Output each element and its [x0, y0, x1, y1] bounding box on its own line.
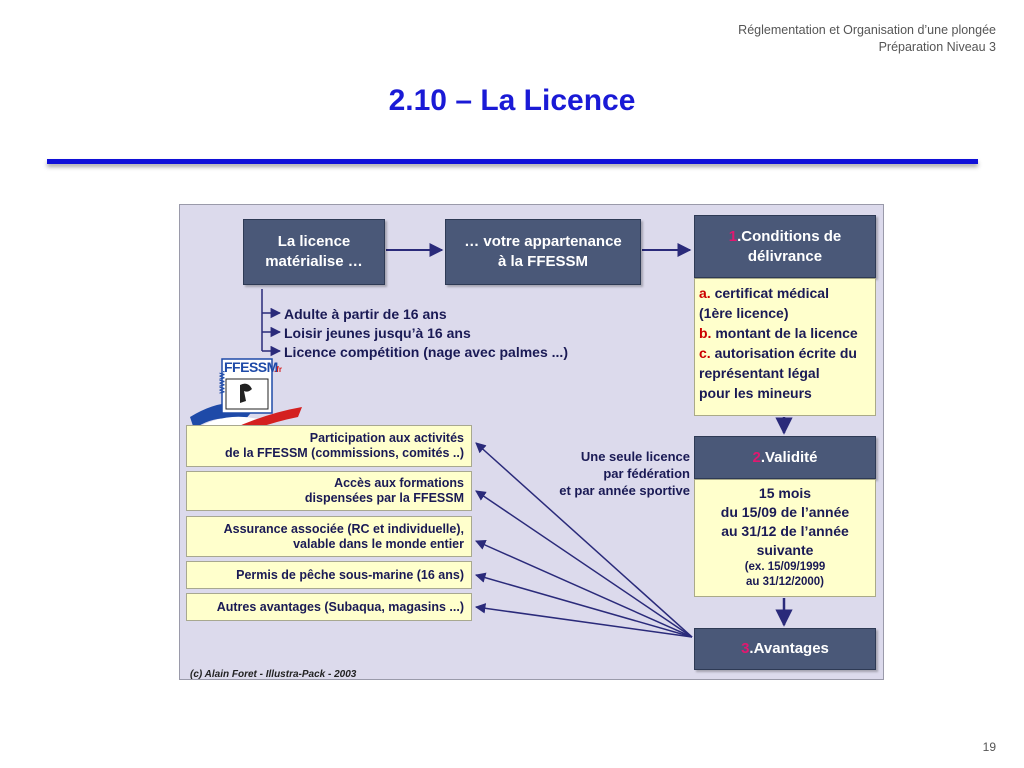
avantages-title: .Avantages: [749, 640, 829, 657]
licence-types-list: Adulte à partir de 16 ans Loisir jeunes …: [284, 305, 568, 362]
validite-example: au 31/12/2000): [745, 576, 824, 588]
benefit-box: Assurance associée (RC et individuelle),…: [186, 516, 472, 557]
validite-line: suivante: [756, 542, 814, 558]
page-number: 19: [982, 740, 996, 754]
condition-item: b. montant de la licence: [699, 325, 858, 341]
validite-line: du 15/09 de l’année: [720, 504, 850, 520]
licence-type-item: Adulte à partir de 16 ans: [284, 306, 447, 322]
validite-number: 2: [752, 448, 761, 466]
conditions-list: a. certificat médical (1ère licence) b. …: [694, 278, 876, 416]
licence-type-item: Loisir jeunes jusqu’à 16 ans: [284, 325, 471, 341]
diagram-credit: (c) Alain Foret - Illustra-Pack - 2003: [190, 669, 357, 680]
logo-text: FFESSM: [224, 359, 278, 375]
avantages-number: 3: [741, 640, 750, 657]
conditions-number: 1: [728, 227, 738, 245]
box-appartenance-line-1: … votre appartenance: [464, 233, 622, 250]
licence-diagram: La licence matérialise … … votre apparte…: [179, 204, 884, 680]
condition-item: pour les mineurs: [699, 385, 812, 401]
box-materialise-line-1: La licence: [277, 233, 351, 250]
slide-title: 2.10 – La Licence: [388, 84, 636, 117]
ffessm-logo: FFESSM www. .fr: [186, 355, 304, 445]
benefit-box: Participation aux activités de la FFESSM…: [186, 425, 472, 467]
box-validite-header: 2.Validité: [694, 436, 876, 479]
conditions-title-2: délivrance: [747, 247, 823, 265]
benefit-box: Permis de pêche sous-marine (16 ans): [186, 561, 472, 589]
condition-item: (1ère licence): [699, 305, 789, 321]
validite-example: (ex. 15/09/1999: [744, 561, 826, 573]
validite-details: 15 mois du 15/09 de l’année au 31/12 de …: [694, 479, 876, 597]
box-appartenance: … votre appartenance à la FFESSM: [445, 219, 641, 285]
validite-line: 15 mois: [758, 485, 812, 501]
arrow-to-benefit-5: [474, 603, 693, 638]
validite-line: au 31/12 de l’année: [721, 523, 849, 539]
title-divider: [47, 159, 978, 164]
arrow-to-benefit-2: [475, 490, 693, 638]
logo-side-text: www.: [216, 370, 227, 394]
arrow-to-benefit-3: [475, 540, 693, 638]
box-conditions-header: 1.Conditions de délivrance: [694, 215, 876, 278]
ffessm-logo-graphic: [190, 358, 302, 445]
benefit-box: Accès aux formations dispensées par la F…: [186, 471, 472, 511]
licence-type-item: Licence compétition (nage avec palmes ..…: [284, 344, 568, 360]
box-appartenance-line-2: à la FFESSM: [497, 253, 589, 270]
slide-header: Réglementation et Organisation d’une plo…: [738, 22, 996, 56]
logo-suffix: .fr: [274, 365, 282, 374]
box-avantages: 3.Avantages: [694, 628, 876, 670]
arrow-to-benefit-4: [474, 572, 693, 638]
box-materialise-line-2: matérialise …: [265, 253, 363, 270]
header-line-2: Préparation Niveau 3: [878, 40, 996, 54]
connector-lines: [261, 243, 793, 638]
condition-item: a. certificat médical: [699, 285, 829, 301]
seule-licence-note: Une seule licence par fédération et par …: [559, 449, 690, 498]
condition-item: c. autorisation écrite du: [699, 345, 857, 361]
conditions-title-1: .Conditions de: [737, 227, 842, 245]
benefit-box: Autres avantages (Subaqua, magasins ...): [186, 593, 472, 621]
condition-item: représentant légal: [699, 365, 820, 381]
header-line-1: Réglementation et Organisation d’une plo…: [738, 23, 996, 37]
validite-title: .Validité: [760, 448, 818, 466]
arrow-to-benefit-1: [475, 442, 693, 638]
box-licence-materialise: La licence matérialise …: [243, 219, 385, 285]
